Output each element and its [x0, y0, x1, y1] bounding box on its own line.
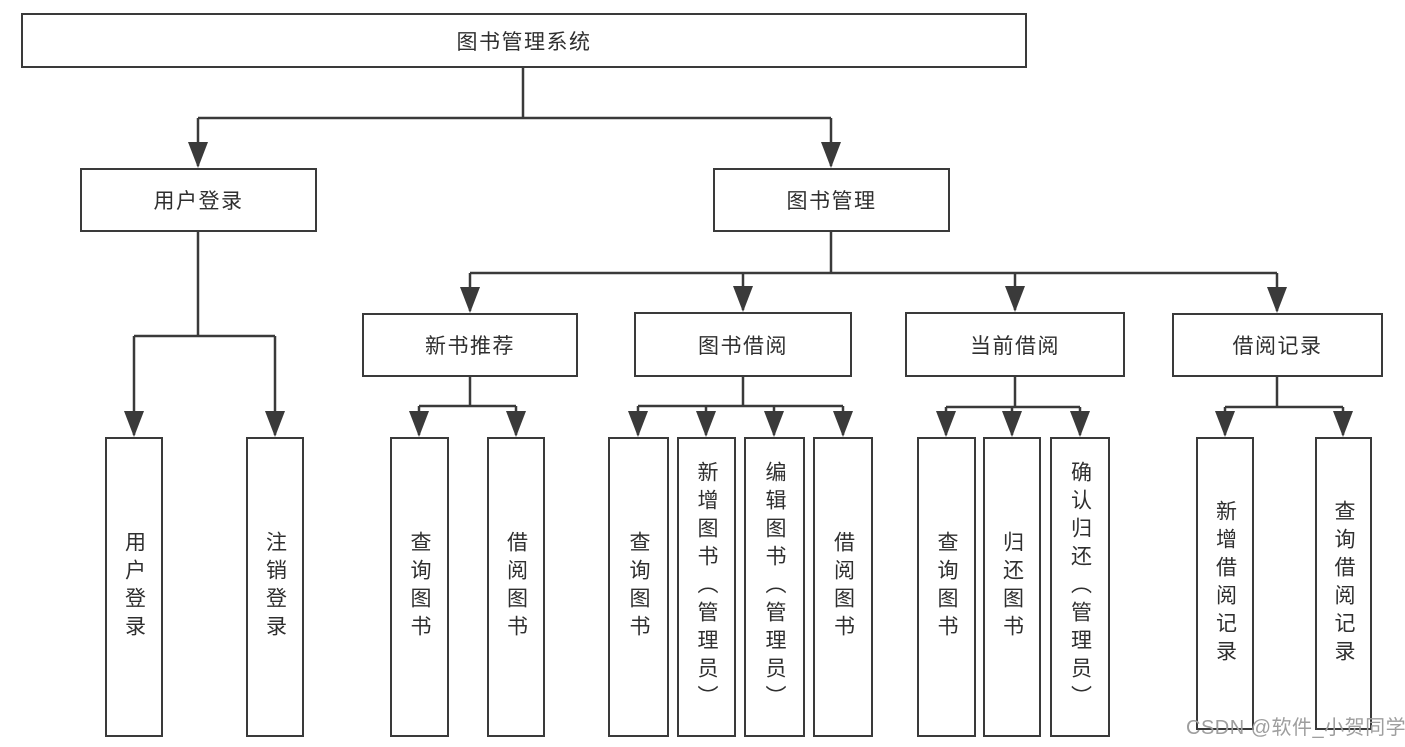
- connector-paths: [132, 68, 1345, 435]
- node-new-book-recommend: 新书推荐: [362, 313, 578, 377]
- node-book-management: 图书管理: [713, 168, 950, 232]
- node-user-login: 用户登录: [80, 168, 317, 232]
- leaf-bb-edit-books-admin-label: 编辑图书（管理员）: [763, 461, 786, 713]
- node-root-system: 图书管理系统: [21, 13, 1027, 68]
- leaf-logout-label: 注销登录: [263, 531, 287, 643]
- leaf-cb-query-books-label: 查询图书: [935, 531, 958, 643]
- leaf-nbr-borrow-books: 借阅图书: [487, 437, 545, 737]
- leaf-bb-add-books-admin-label: 新增图书（管理员）: [695, 461, 718, 713]
- node-book-borrow: 图书借阅: [634, 312, 852, 377]
- leaf-br-query-record: 查询借阅记录: [1315, 437, 1372, 730]
- leaf-cb-confirm-return-admin-label: 确认归还（管理员）: [1068, 461, 1092, 713]
- leaf-bb-edit-books-admin: 编辑图书（管理员）: [744, 437, 805, 737]
- leaf-bb-add-books-admin: 新增图书（管理员）: [677, 437, 736, 737]
- leaf-user-login: 用户登录: [105, 437, 163, 737]
- leaf-bb-query-books-label: 查询图书: [627, 531, 650, 643]
- node-current-borrow: 当前借阅: [905, 312, 1125, 377]
- leaf-nbr-query-books-label: 查询图书: [408, 531, 431, 643]
- leaf-nbr-query-books: 查询图书: [390, 437, 449, 737]
- leaf-br-add-record-label: 新增借阅记录: [1213, 499, 1237, 668]
- watermark: CSDN @软件_小贺同学: [1186, 717, 1405, 739]
- leaf-br-query-record-label: 查询借阅记录: [1332, 499, 1355, 668]
- leaf-bb-borrow-books-label: 借阅图书: [831, 531, 855, 643]
- leaf-bb-borrow-books: 借阅图书: [813, 437, 873, 737]
- leaf-cb-return-books: 归还图书: [983, 437, 1041, 737]
- leaf-cb-confirm-return-admin: 确认归还（管理员）: [1050, 437, 1110, 737]
- leaf-user-login-label: 用户登录: [122, 531, 146, 643]
- leaf-br-add-record: 新增借阅记录: [1196, 437, 1254, 730]
- leaf-cb-return-books-label: 归还图书: [1000, 531, 1024, 643]
- node-borrow-records: 借阅记录: [1172, 313, 1383, 377]
- leaf-bb-query-books: 查询图书: [608, 437, 669, 737]
- leaf-nbr-borrow-books-label: 借阅图书: [504, 531, 528, 643]
- leaf-cb-query-books: 查询图书: [917, 437, 976, 737]
- leaf-logout: 注销登录: [246, 437, 304, 737]
